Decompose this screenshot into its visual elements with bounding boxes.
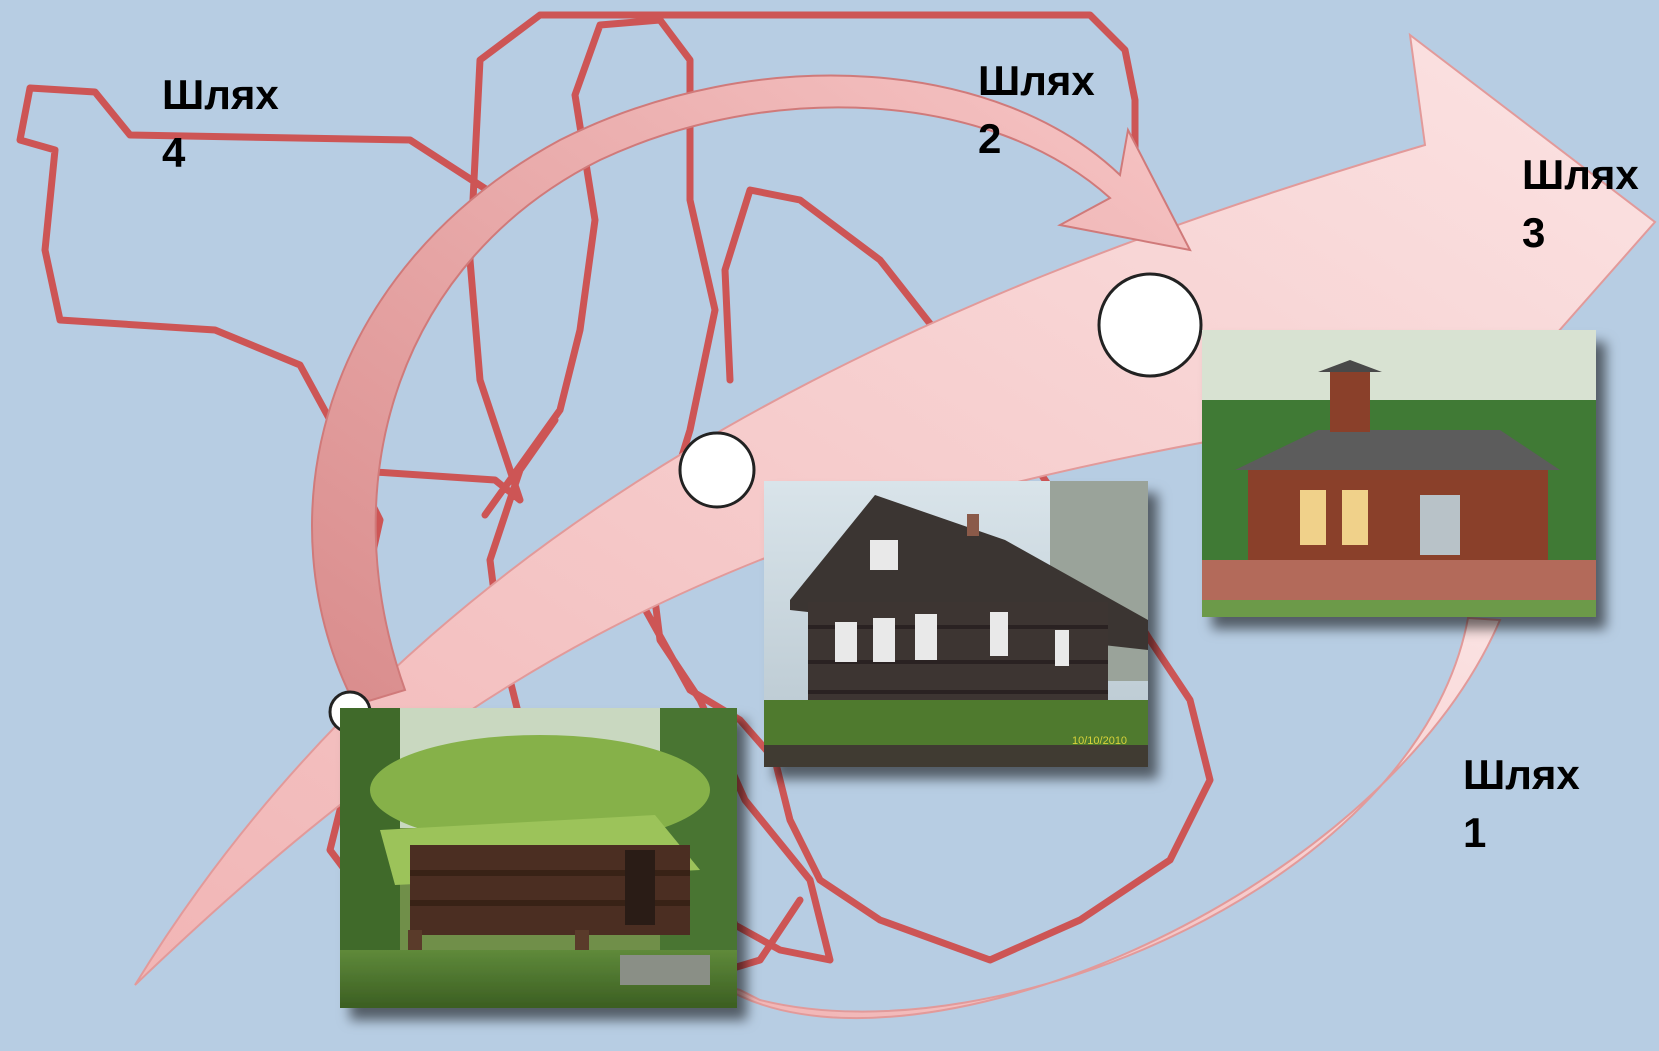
path-1-label: Шлях 1 xyxy=(1463,746,1580,862)
path-4-label: Шлях 4 xyxy=(162,66,279,182)
old-turf-roof-log-house-photo xyxy=(340,708,737,1008)
photo-date-stamp: 10/10/2010 xyxy=(1072,735,1127,747)
stage-marker-2 xyxy=(680,433,754,507)
modern-brick-house-photo xyxy=(1202,330,1596,617)
stage-marker-3 xyxy=(1099,274,1201,376)
path-2-label: Шлях 2 xyxy=(978,52,1095,168)
path-3-label: Шлях 3 xyxy=(1522,146,1639,262)
village-log-house-photo: 10/10/2010 xyxy=(764,481,1148,767)
